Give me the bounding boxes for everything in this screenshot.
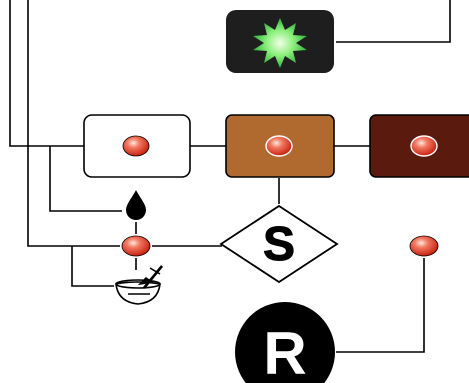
starburst-icon — [253, 18, 307, 68]
white-box — [83, 114, 191, 178]
r-circle-label: R — [263, 320, 306, 383]
indicator-dot — [122, 135, 150, 157]
center-indicator-dot — [121, 235, 151, 257]
dark-brown-box — [369, 114, 469, 178]
connector-lines — [9, 0, 451, 353]
connector-top-left-to-white-box — [9, 0, 84, 147]
tan-box — [225, 114, 335, 178]
connector-branch-to-bowl — [71, 246, 114, 287]
drop-icon — [126, 190, 146, 220]
indicator-dot — [410, 135, 438, 157]
s-diamond-label: S — [263, 218, 295, 271]
connector-star-panel-to-right — [336, 0, 451, 43]
connector-right-dot-to-r — [336, 258, 425, 353]
right-indicator-dot — [409, 235, 439, 257]
connector-white-box-to-drop — [49, 146, 122, 212]
indicator-dot — [265, 135, 293, 157]
starburst-panel — [226, 10, 334, 73]
r-circle: R — [235, 302, 335, 383]
mortar-pestle-icon — [115, 265, 164, 305]
s-diamond: S — [219, 204, 339, 284]
connector-top-to-center-dot — [27, 0, 120, 247]
